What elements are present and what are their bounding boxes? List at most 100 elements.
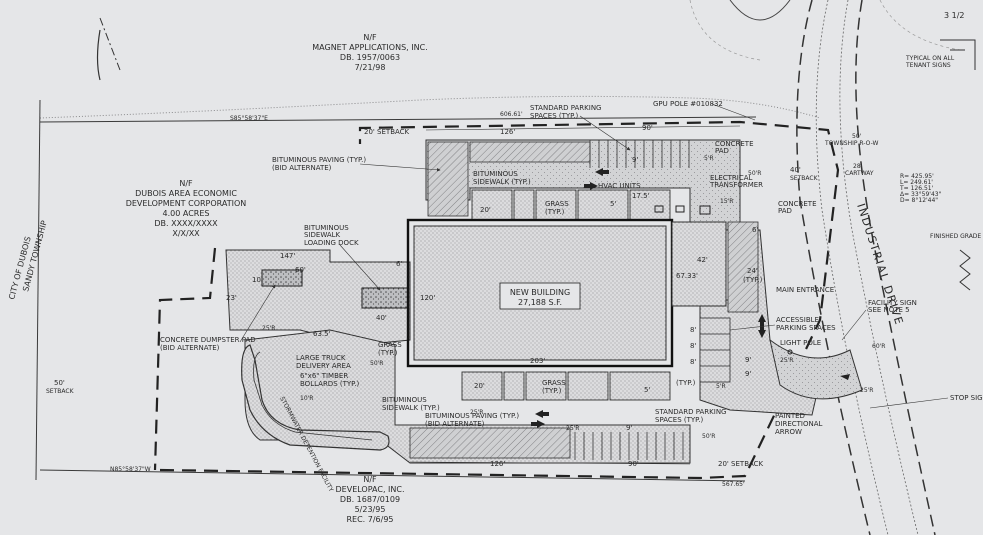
north-islands: [471, 189, 671, 221]
dim-90-n: 90': [642, 124, 653, 132]
bit-paving-n-leader: [359, 163, 441, 172]
radius-50b: 50'R: [702, 433, 715, 440]
curve-line-3: T= 126.51': [899, 185, 934, 192]
setback-e-dim: 40': [790, 166, 801, 174]
dim-9a: 9': [745, 356, 751, 364]
std-parking-n-leader: [579, 115, 631, 151]
north-owner-nf: N/F: [363, 33, 377, 42]
dumpster-pad: [261, 269, 303, 287]
radius-25b: 25'R: [470, 409, 483, 416]
accessible-1: ACCESSIBLE: [776, 316, 819, 324]
light-pole: LIGHT POLE: [780, 339, 821, 347]
west-owner-line1: DUBOIS AREA ECONOMIC: [135, 189, 237, 198]
std-parking-n-2: SPACES (TYP.): [530, 112, 579, 120]
north-owner-date: 7/21/98: [355, 63, 386, 72]
building-label-box: [499, 282, 581, 310]
grass-s: GRASS: [542, 379, 566, 387]
loading-dock: [361, 287, 409, 309]
dim-9-s: 9': [626, 424, 632, 432]
bollards-2: BOLLARDS (TYP.): [300, 380, 359, 388]
typ-s: (TYP.): [676, 379, 696, 387]
bit-paving-south-left: [409, 427, 571, 459]
main-entrance: MAIN ENTRANCE: [776, 286, 834, 294]
dim-40-dock: 40': [376, 314, 387, 322]
north-property-line: [39, 116, 757, 123]
bit-sidewalk-w-2: SIDEWALK: [304, 231, 341, 239]
curve-line-1: R= 425.95': [900, 173, 934, 180]
dim-9b: 9': [745, 370, 751, 378]
south-owner-rec: REC. 7/6/95: [346, 515, 393, 524]
east-annex: [671, 221, 727, 307]
painted-arrow-1: PAINTED: [775, 412, 805, 420]
hvac-unit-1: [654, 205, 664, 213]
traffic-arrows: [531, 168, 850, 428]
gpu-pole: GPU POLE #010832: [653, 100, 723, 108]
curve-line-2: L= 249.61': [900, 179, 933, 186]
dim-23: 23': [226, 294, 237, 302]
radius-10: 10'R: [300, 395, 313, 402]
radius-25c: 25'R: [780, 357, 793, 364]
dumpster-1: CONCRETE DUMPSTER PAD: [160, 336, 256, 344]
truck-2: DELIVERY AREA: [296, 362, 351, 370]
finished-grade: FINISHED GRADE: [930, 233, 981, 240]
radius-50c: 50'R: [748, 170, 761, 177]
road-contour: [689, 0, 961, 61]
dim-24: 24': [747, 267, 758, 275]
painted-arrow-3: ARROW: [775, 428, 802, 436]
radius-15: 15'R: [720, 198, 733, 205]
road-cartway-label: CARTWAY: [845, 170, 874, 177]
accessible-stalls: [699, 317, 731, 383]
distance-s: 567.65': [722, 481, 745, 488]
building-label: NEW BUILDING: [510, 288, 570, 297]
radius-50a: 50'R: [370, 360, 383, 367]
transformer: [699, 205, 711, 215]
top-fraction: 3 1/2: [944, 11, 965, 20]
gpu-pole-leader: [711, 103, 756, 121]
bit-paving-n-2: (BID ALTERNATE): [272, 164, 332, 172]
entrance-drive: [769, 338, 863, 400]
dumpster-leader: [239, 284, 276, 343]
light-pole-symbol: [787, 349, 793, 355]
dim-line-s: [409, 461, 691, 465]
setback-s: 20' SETBACK: [718, 460, 764, 468]
building-setback-line: [153, 120, 840, 480]
dim-8c: 8': [690, 358, 696, 366]
accessible-leader: [729, 324, 776, 331]
bit-sidewalk-s-1: BITUMINOUS: [382, 396, 427, 404]
bit-paving-n-1: BITUMINOUS PAVING (TYP.): [272, 156, 366, 164]
north-owner-deed: DB. 1957/0063: [340, 53, 400, 62]
radius-5a: 5'R: [704, 155, 714, 162]
radius-25a: 25'R: [262, 325, 275, 332]
grass-n: GRASS: [545, 200, 569, 208]
south-owner-nf: N/F: [363, 475, 377, 484]
road-row-east: [855, 0, 936, 535]
stormwater-inner: [253, 351, 373, 441]
truck-loop: [244, 329, 691, 464]
dim-147: 147': [280, 252, 295, 260]
bit-sidewalk-n-2: SIDEWALK (TYP.): [473, 178, 531, 186]
grass-n-typ: (TYP.): [545, 208, 565, 216]
west-owner-nf: N/F: [179, 179, 193, 188]
bit-sidewalk-n-1: BITUMINOUS: [473, 170, 518, 178]
dim-5-n: 5': [610, 200, 616, 208]
stop-sign-leader: [869, 397, 949, 409]
concrete-pad-1a: CONCRETE: [715, 140, 754, 148]
typical-signs-2: TENANT SIGNS: [905, 62, 951, 69]
concrete-pad-1b: PAD: [715, 147, 729, 155]
building-area: 27,188 S.F.: [518, 298, 562, 307]
road-cartway-east: [839, 0, 919, 535]
bollards-1: 6"x6" TIMBER: [300, 372, 348, 380]
dim-20-n: 20': [480, 206, 491, 214]
curve-line-4: Δ= 33°59'43": [900, 191, 942, 198]
south-owner-name: DEVELOPAC, INC.: [336, 485, 405, 494]
radius-5b: 5'R: [716, 383, 726, 390]
radius-60: 60'R: [872, 343, 885, 350]
dumpster-2: (BID ALTERNATE): [160, 344, 220, 352]
dim-175: 17.5': [632, 192, 650, 200]
radius-25e: 25'R: [566, 425, 579, 432]
dim-20-s: 20': [474, 382, 485, 390]
loading-dock-label: LOADING DOCK: [304, 239, 359, 247]
parking-stalls-north: [589, 140, 690, 168]
setback-e-label: SETBACK: [790, 175, 819, 182]
parking-stalls-south: [574, 432, 684, 460]
